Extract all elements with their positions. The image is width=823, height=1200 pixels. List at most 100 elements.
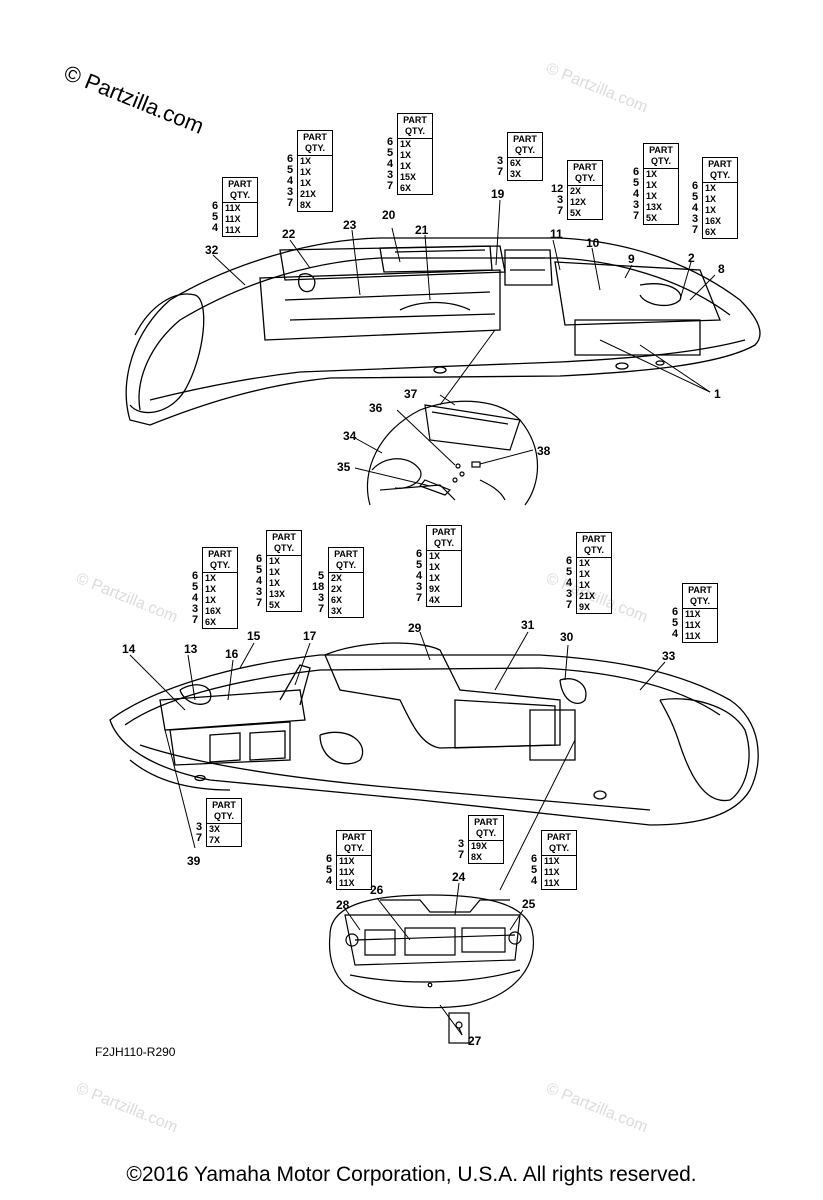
part-number: 5: [212, 211, 219, 223]
qty-label: QTY.: [583, 545, 604, 555]
part-number: 6: [692, 180, 699, 192]
qty-value: 1X: [269, 578, 281, 588]
part-number: 5: [531, 864, 538, 876]
part-number: 3: [557, 194, 564, 206]
part-27-drawing: [448, 1012, 470, 1044]
qty-value: 11X: [339, 867, 355, 877]
part-number: 18: [312, 581, 325, 593]
part-number: 4: [416, 570, 423, 582]
part-label: PART: [513, 134, 537, 144]
part-number: 6: [566, 555, 573, 567]
part-number: 4: [633, 188, 640, 200]
qty-value: 8X: [300, 200, 312, 210]
callout-15: 15: [247, 629, 261, 643]
callout-9: 9: [628, 252, 635, 266]
part-number: 3: [318, 592, 325, 604]
qty-value: 8X: [471, 852, 483, 862]
callout-35: 35: [337, 460, 351, 474]
part-number: 4: [326, 875, 333, 887]
part-number: 3: [566, 588, 573, 600]
qty-label: QTY.: [514, 145, 535, 155]
part-number: 3: [196, 821, 203, 833]
qty-value: 1X: [205, 595, 217, 605]
part-label: PART: [547, 832, 571, 842]
part-number: 7: [192, 614, 199, 626]
bottom-deck-drawing: [109, 642, 759, 826]
callout-21: 21: [415, 223, 429, 237]
callout-24: 24: [452, 870, 466, 884]
qty-value: 11X: [544, 856, 560, 866]
part-number: 7: [692, 224, 699, 236]
callout-8: 8: [718, 262, 725, 276]
part-number: 3: [458, 838, 465, 850]
qty-value: 16X: [205, 606, 222, 616]
part-number: 3: [497, 155, 504, 167]
qty-value: 19X: [471, 841, 488, 851]
qty-value: 1X: [705, 205, 717, 215]
qty-value: 1X: [269, 556, 281, 566]
part-number: 5: [192, 581, 199, 593]
qty-value: 11X: [544, 867, 560, 877]
callout-23: 23: [343, 218, 357, 232]
part-number: 6: [531, 853, 538, 865]
part-number: 4: [387, 158, 394, 170]
copyright-notice: ©2016 Yamaha Motor Corporation, U.S.A. A…: [126, 1163, 697, 1186]
part-number: 7: [387, 180, 394, 192]
part-label: PART: [708, 159, 732, 169]
qty-value: 1X: [300, 167, 312, 177]
part-number: 5: [416, 559, 423, 571]
part-number: 3: [287, 186, 294, 198]
qty-label: QTY.: [209, 560, 230, 570]
part-number: 6: [672, 606, 679, 618]
callout-33: 33: [662, 649, 676, 663]
part-number: 4: [287, 175, 294, 187]
qty-value: 2X: [331, 584, 343, 594]
part-number: 5: [387, 147, 394, 159]
part-number: 5: [672, 617, 679, 629]
callout-25: 25: [522, 897, 536, 911]
qty-value: 1X: [646, 191, 658, 201]
qty-value: 1X: [579, 580, 591, 590]
qty-value: 1X: [205, 584, 217, 594]
callout-39: 39: [187, 854, 201, 868]
qty-value: 13X: [646, 202, 663, 212]
qty-value: 5X: [570, 208, 582, 218]
qty-label: QTY.: [229, 190, 250, 200]
part-number: 7: [416, 592, 423, 604]
qty-value: 11X: [544, 878, 560, 888]
qty-value: 1X: [646, 169, 658, 179]
qty-value: 3X: [209, 824, 221, 834]
qty-label: QTY.: [273, 543, 294, 553]
figure-code: F2JH110-R290: [95, 1045, 176, 1059]
detail-inset-drawing: [366, 400, 539, 506]
callout-34: 34: [343, 429, 357, 443]
callout-26: 26: [370, 883, 384, 897]
qty-value: 11X: [225, 214, 241, 224]
qty-value: 1X: [579, 569, 591, 579]
callout-17: 17: [303, 629, 317, 643]
qty-value: 1X: [300, 156, 312, 166]
qty-label: QTY.: [650, 156, 671, 166]
qty-value: 5X: [646, 213, 658, 223]
